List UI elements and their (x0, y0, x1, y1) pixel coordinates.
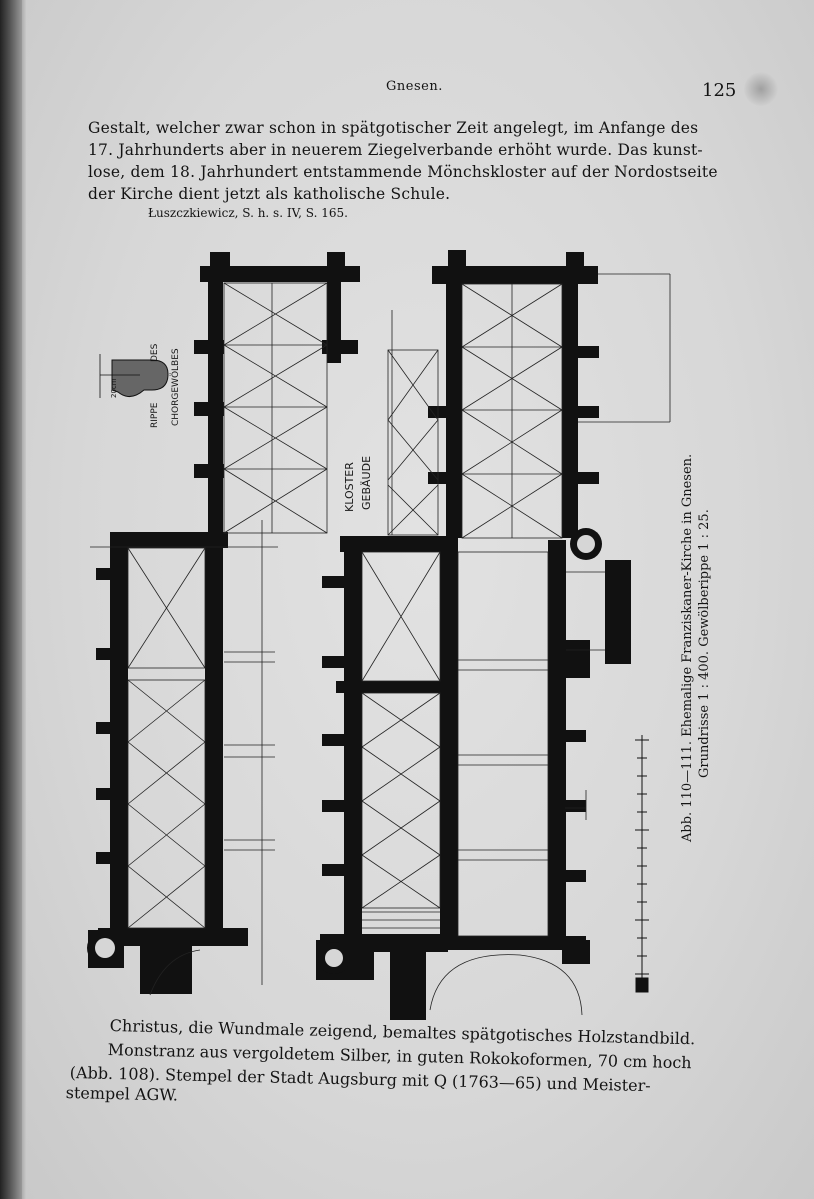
page-number: 125 (702, 80, 737, 101)
plan-left (87, 252, 360, 994)
figure-caption-line1: Abb. 110—111. Ehemalige Franziskaner-Kir… (680, 453, 695, 842)
paragraph-line: lose, dem 18. Jahrhundert entstammende M… (88, 163, 718, 181)
figure-caption-line2: Grundrisse 1 : 400. Gewölberippe 1 : 25. (697, 509, 712, 778)
running-header: Gnesen. (386, 79, 443, 94)
reference-line: Łuszczkiewicz, S. h. s. IV, S. 165. (148, 206, 348, 220)
kloster-label: GEBÄUDE (360, 455, 373, 510)
rib-label: DES (150, 343, 160, 362)
paragraph-line: der Kirche dient jetzt als katholische S… (88, 185, 451, 203)
chapel-openings (95, 535, 595, 967)
vault-lines-right (149, 273, 671, 1016)
page-stain (744, 72, 778, 106)
rib-label: RIPPE (150, 402, 160, 428)
bottom-line: stempel AGW. (65, 1083, 179, 1105)
paragraph-line: Gestalt, welcher zwar schon in spätgotis… (88, 119, 699, 137)
plan-right (316, 250, 631, 1020)
vault-lines-left (90, 282, 328, 985)
rib-label: CHORGEWÖLBES (171, 348, 181, 426)
book-spine (0, 0, 22, 1199)
scale-bar (635, 735, 649, 993)
rib-dimension: 20cm (110, 378, 118, 398)
paragraph-line: 17. Jahrhunderts aber in neuerem Ziegelv… (88, 141, 703, 159)
kloster-label: KLOSTER (343, 462, 356, 512)
rib-profile (99, 354, 169, 398)
